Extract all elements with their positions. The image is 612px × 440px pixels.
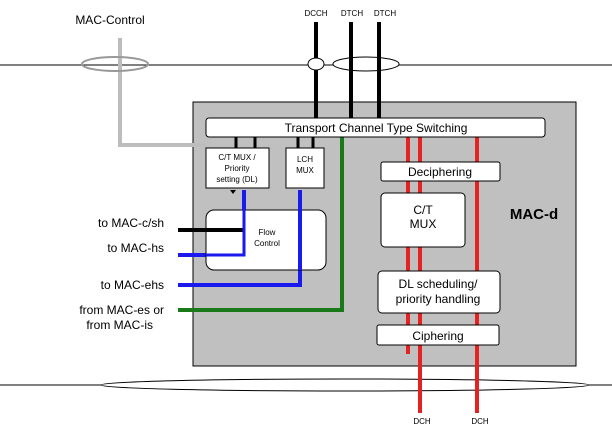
dcch-ellipse — [307, 57, 325, 71]
mac-d-label: MAC-d — [510, 206, 558, 223]
dtch-ellipse — [332, 56, 400, 72]
mac-hs-line-inner — [206, 190, 246, 257]
dl-scheduling-label-2: priority handling — [396, 292, 481, 306]
ct-mux-priority-label-1: C/T MUX / — [218, 153, 256, 162]
from-mac-es-label-2: from MAC-is — [86, 318, 153, 332]
to-mac-ehs-label: to MAC-ehs — [101, 278, 164, 292]
ct-mux-priority-box — [205, 147, 270, 189]
deciphering-label: Deciphering — [408, 165, 472, 179]
mac-control-line — [118, 38, 206, 147]
flow-control-label-2: Control — [254, 239, 280, 248]
lch-mux-label-1: LCH — [297, 155, 313, 164]
lch-mux-label-2: MUX — [296, 166, 314, 175]
ciphering-box — [376, 324, 500, 346]
ct-mux-label-2: MUX — [410, 217, 437, 231]
dch-label-1: DCH — [413, 417, 431, 426]
to-mac-hs-label: to MAC-hs — [107, 241, 164, 255]
flow-control-label-1: Flow — [259, 228, 276, 237]
tcts-label: Transport Channel Type Switching — [285, 121, 468, 135]
ct-mux-priority-label-3: setting (DL) — [216, 175, 258, 184]
dtch-label-1: DTCH — [341, 9, 363, 18]
mac-control-ellipse — [81, 56, 149, 72]
lch-mux-box — [285, 147, 325, 189]
mac-control-label: MAC-Control — [75, 13, 144, 27]
dtch-label-2: DTCH — [374, 9, 396, 18]
dl-scheduling-box — [377, 270, 501, 314]
ciphering-label: Ciphering — [412, 329, 463, 343]
dch-label-2: DCH — [471, 417, 489, 426]
deciphering-box — [380, 161, 501, 182]
ct-mux-arrow-icon — [230, 190, 236, 194]
bottom-ellipse — [100, 378, 590, 392]
ct-mux-box — [380, 192, 466, 248]
from-mac-es-label-1: from MAC-es or — [79, 303, 164, 317]
dcch-label: DCCH — [304, 9, 327, 18]
dl-scheduling-label-1: DL scheduling/ — [399, 277, 479, 291]
ct-mux-priority-label-2: Priority — [225, 164, 250, 173]
ct-mux-label-1: C/T — [413, 203, 433, 217]
mac-es-line — [178, 137, 344, 312]
to-mac-csh-label: to MAC-c/sh — [98, 216, 164, 230]
tcts-box — [205, 117, 546, 138]
